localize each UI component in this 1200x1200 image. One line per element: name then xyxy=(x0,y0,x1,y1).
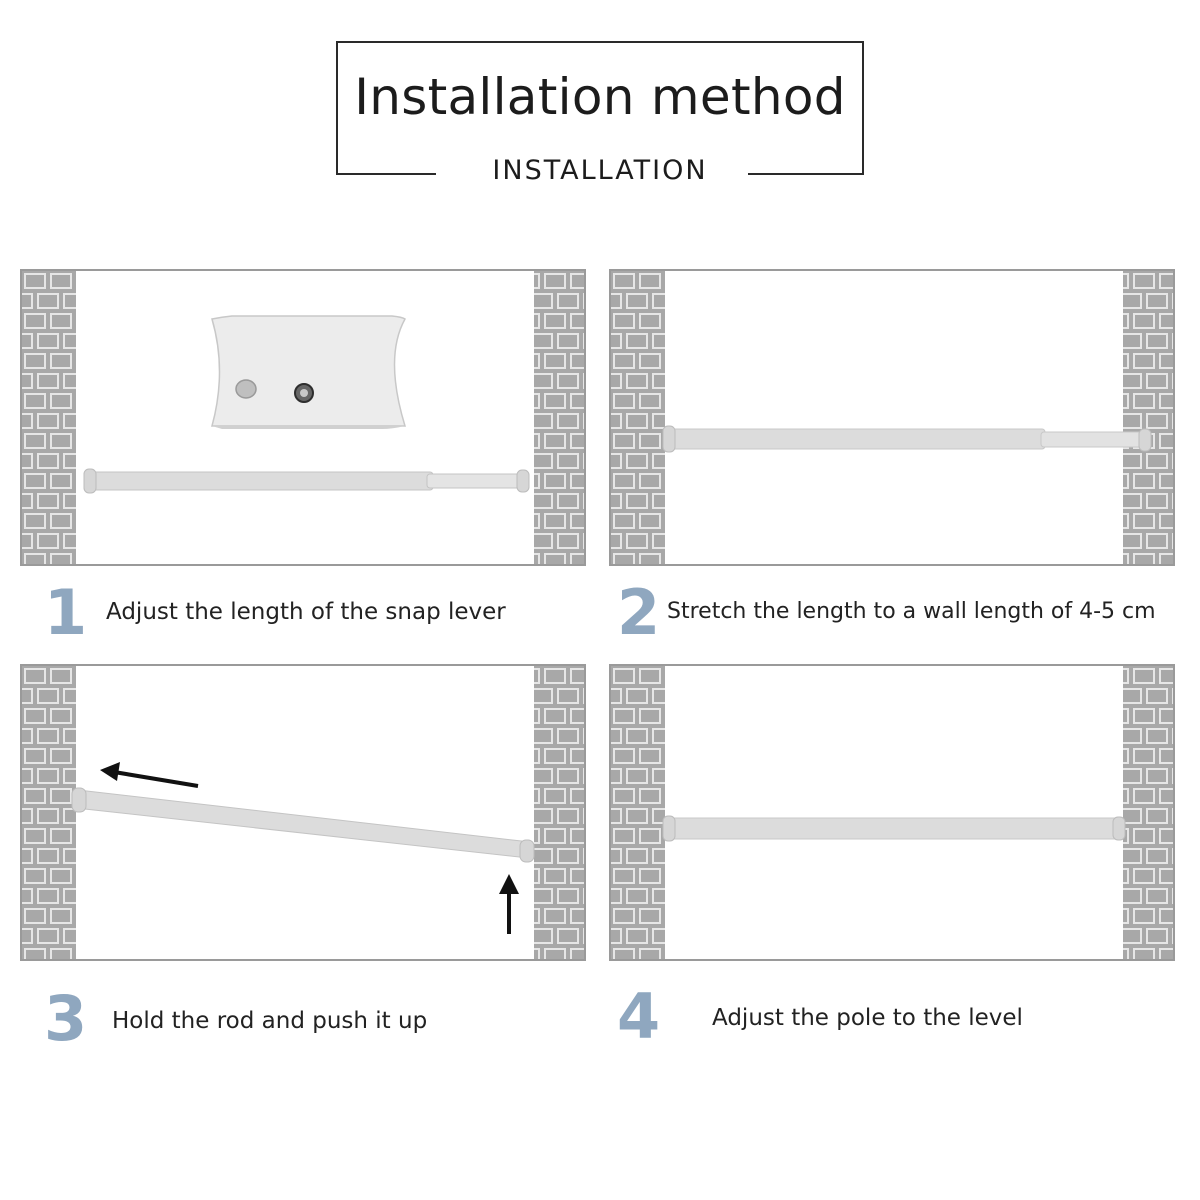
tension-rod xyxy=(662,815,1126,842)
step-4-number: 4 xyxy=(617,980,661,1053)
push-left-arrow-icon xyxy=(100,762,199,788)
step-3-number: 3 xyxy=(44,982,88,1055)
title-box xyxy=(336,41,864,174)
title-rule-left xyxy=(336,173,436,175)
left-brick-wall xyxy=(22,666,76,959)
left-brick-wall xyxy=(611,271,665,564)
left-brick-wall xyxy=(22,271,76,564)
title-rule-right xyxy=(748,173,864,175)
step-4-text: Adjust the pole to the level xyxy=(712,1005,1023,1031)
tension-rod xyxy=(662,425,1152,453)
tension-rod xyxy=(71,787,535,863)
page-subtitle: INSTALLATION xyxy=(492,155,708,186)
right-brick-wall xyxy=(1123,666,1173,959)
right-brick-wall xyxy=(534,666,584,959)
page-title: Installation method xyxy=(354,68,846,126)
left-brick-wall xyxy=(611,666,665,959)
tension-rod xyxy=(83,468,530,494)
push-up-arrow-icon xyxy=(499,874,519,934)
step-1-number: 1 xyxy=(44,576,88,649)
step-2-illustration xyxy=(609,269,1175,566)
snap-lever-closeup xyxy=(211,315,407,429)
right-brick-wall xyxy=(534,271,584,564)
step-3-text: Hold the rod and push it up xyxy=(112,1008,428,1034)
step-1-text: Adjust the length of the snap lever xyxy=(106,599,506,625)
step-1-illustration xyxy=(20,269,586,566)
step-2-number: 2 xyxy=(617,576,661,649)
step-4-illustration xyxy=(609,664,1175,961)
step-3-illustration xyxy=(20,664,586,961)
right-brick-wall xyxy=(1123,271,1173,564)
step-2-text: Stretch the length to a wall length of 4… xyxy=(667,599,1156,624)
